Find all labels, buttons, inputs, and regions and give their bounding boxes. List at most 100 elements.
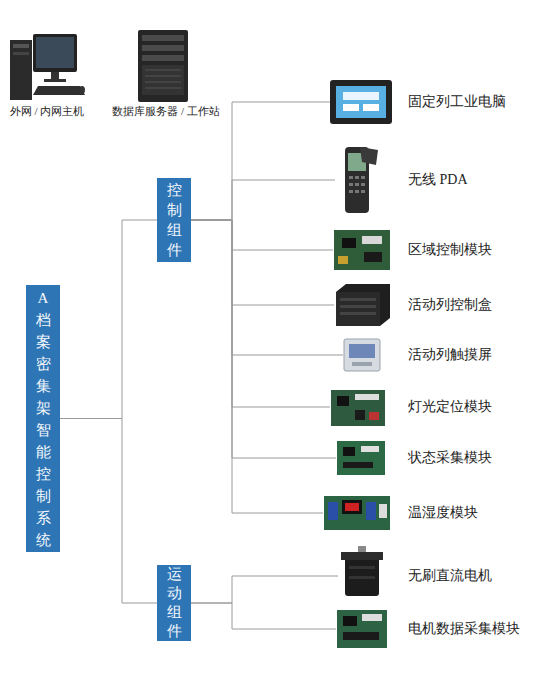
status-collection-board-part xyxy=(343,447,355,456)
component-name: 温湿度模块 xyxy=(408,504,478,522)
brushless-motor-part xyxy=(345,554,379,596)
touch-screen-part xyxy=(352,362,372,366)
industrial-pc xyxy=(330,80,392,124)
motor-data-board-part xyxy=(343,632,379,640)
light-positioning-board xyxy=(331,390,385,426)
status-collection-board-part xyxy=(343,462,373,468)
database-server-part xyxy=(145,82,181,83)
control-box-part xyxy=(340,305,376,308)
area-control-board-part xyxy=(342,238,356,248)
database-server-part xyxy=(145,70,181,71)
temperature-humidity-board-part xyxy=(328,502,338,520)
area-control-board-part xyxy=(362,236,382,244)
temperature-humidity-board-part xyxy=(342,500,362,514)
touch-screen-part xyxy=(349,344,375,358)
brushless-motor-part xyxy=(341,552,383,560)
light-positioning-board-part xyxy=(331,390,385,426)
component-item: 固定列工业电脑 xyxy=(330,78,545,126)
component-name: 活动列触摸屏 xyxy=(408,346,492,364)
light-positioning-board-part xyxy=(355,410,365,420)
tree-connector xyxy=(191,220,343,355)
wireless-pda-part xyxy=(355,176,359,179)
wireless-pda-part xyxy=(355,190,359,193)
desktop-computer xyxy=(10,34,85,100)
temperature-humidity-board-part xyxy=(379,504,387,518)
industrial-pc-part xyxy=(343,92,379,100)
light-positioning-board-part xyxy=(369,412,379,420)
control-box-part xyxy=(336,292,380,326)
area-control-board xyxy=(334,230,390,270)
temperature-humidity-board-part xyxy=(345,503,359,511)
area-control-board-part xyxy=(364,252,382,262)
wireless-pda-part xyxy=(349,183,353,186)
tree-connector xyxy=(191,220,323,513)
device-caption: 外网 / 内网主机 xyxy=(10,104,85,119)
desktop-computer-part xyxy=(79,86,85,94)
component-name: 固定列工业电脑 xyxy=(408,93,506,111)
tree-connector xyxy=(191,220,333,250)
component-item: 无刷直流电机 xyxy=(338,550,545,602)
database-server-part xyxy=(145,88,181,89)
desktop-computer-part xyxy=(33,86,85,95)
database-server xyxy=(138,30,188,102)
desktop-computer-part xyxy=(13,44,29,48)
tree-connector xyxy=(191,220,334,305)
area-control-board-part xyxy=(338,256,348,264)
control-box xyxy=(336,284,390,326)
wireless-pda-part xyxy=(349,176,353,179)
temperature-humidity-board-part xyxy=(324,496,390,530)
desktop-computer-part xyxy=(36,37,74,68)
tree-connector xyxy=(60,220,157,419)
component-item: 电机数据采集模块 xyxy=(336,608,545,650)
component-name: 状态采集模块 xyxy=(408,449,492,467)
component-item: 灯光定位模块 xyxy=(330,388,545,426)
database-server-part xyxy=(142,55,184,61)
brushless-motor-part xyxy=(358,546,366,552)
component-name: 区域控制模块 xyxy=(408,241,492,259)
wireless-pda-part xyxy=(361,183,365,186)
status-collection-board xyxy=(337,441,385,475)
light-positioning-board-part xyxy=(355,394,379,400)
control-box-part xyxy=(340,312,376,315)
group-title: A档案密集架智能控制系统 xyxy=(35,287,51,551)
temperature-humidity-board xyxy=(324,496,390,530)
component-item: 区域控制模块 xyxy=(333,228,545,272)
wireless-pda-part xyxy=(355,183,359,186)
wireless-pda-part xyxy=(345,147,369,213)
component-item: 温湿度模块 xyxy=(323,494,545,532)
component-item: 无线 PDA xyxy=(335,145,545,215)
database-server-part xyxy=(142,35,184,41)
brushless-motor xyxy=(341,546,383,596)
motor-data-board-part xyxy=(343,616,357,626)
wireless-pda-part xyxy=(349,190,353,193)
light-positioning-board-part xyxy=(337,396,349,406)
brushless-motor-part xyxy=(349,566,375,569)
device-caption: 数据库服务器 / 工作站 xyxy=(112,104,220,119)
motor-data-board-part xyxy=(362,614,382,621)
database-server-part xyxy=(145,76,181,77)
area-control-board-part xyxy=(334,230,390,270)
industrial-pc-part xyxy=(343,104,359,111)
desktop-computer-part xyxy=(33,34,77,72)
component-name: 电机数据采集模块 xyxy=(408,620,520,638)
group-title: 运动组件 xyxy=(166,565,182,641)
touch-screen-part xyxy=(344,339,380,371)
wireless-pda-part xyxy=(360,147,378,165)
tree-connector xyxy=(191,220,336,458)
desktop-computer-part xyxy=(10,40,32,100)
industrial-pc-part xyxy=(330,80,392,124)
wireless-pda-part xyxy=(348,153,366,171)
component-item: 状态采集模块 xyxy=(336,440,545,476)
desktop-computer-part xyxy=(13,52,29,55)
component-name: 活动列控制盒 xyxy=(408,296,492,314)
component-name: 无线 PDA xyxy=(408,171,468,189)
status-collection-board-part xyxy=(337,441,385,475)
wireless-pda-part xyxy=(361,176,365,179)
group-title: 控制组件 xyxy=(166,180,182,260)
desktop-computer-part xyxy=(44,79,66,82)
status-collection-board-part xyxy=(361,446,379,452)
industrial-pc-part xyxy=(363,104,379,111)
tree-connector xyxy=(191,576,338,603)
